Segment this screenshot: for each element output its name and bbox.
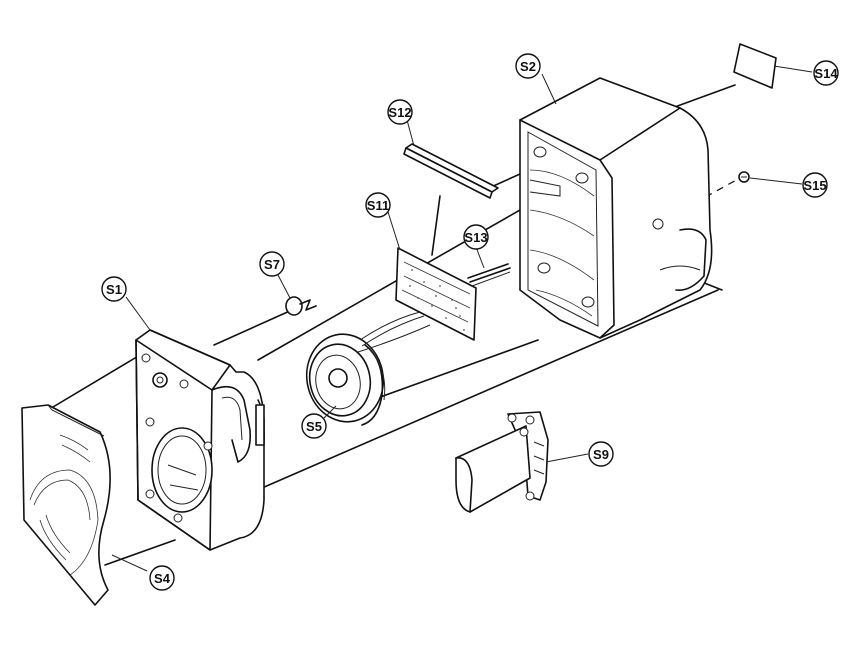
callout-s9: S9 bbox=[588, 441, 614, 467]
damping-pad-part-s11 bbox=[395, 247, 477, 341]
screw-part-s15 bbox=[738, 171, 750, 183]
baffle-part-s1 bbox=[135, 329, 265, 551]
callout-s14: S14 bbox=[813, 60, 839, 86]
callout-s1: S1 bbox=[101, 276, 127, 302]
callout-s11: S11 bbox=[365, 192, 391, 218]
svg-text:S12: S12 bbox=[388, 105, 411, 120]
svg-text:S9: S9 bbox=[593, 447, 609, 462]
svg-text:S7: S7 bbox=[264, 257, 280, 272]
terminal-part-s9 bbox=[455, 411, 549, 513]
enclosure-part-s2 bbox=[519, 77, 713, 339]
svg-text:S1: S1 bbox=[106, 282, 122, 297]
callout-s12: S12 bbox=[387, 99, 413, 125]
callout-s7: S7 bbox=[259, 251, 285, 277]
grille-part-s4 bbox=[21, 404, 111, 606]
svg-text:S14: S14 bbox=[814, 66, 838, 81]
callout-s2: S2 bbox=[515, 53, 541, 79]
svg-text:S4: S4 bbox=[154, 571, 171, 586]
label-plate-part-s14 bbox=[733, 43, 777, 89]
svg-text:S11: S11 bbox=[367, 198, 389, 213]
wire-part-s13 bbox=[467, 263, 511, 287]
svg-text:S2: S2 bbox=[520, 59, 536, 74]
foam-strip-part-s12 bbox=[403, 143, 499, 199]
callout-leaders bbox=[111, 65, 813, 572]
callout-s4: S4 bbox=[149, 565, 175, 591]
callout-s15: S15 bbox=[802, 172, 828, 198]
clip-part-s7 bbox=[285, 296, 317, 316]
svg-text:S13: S13 bbox=[464, 230, 487, 245]
driver-part-s5 bbox=[305, 311, 431, 426]
callout-s5: S5 bbox=[301, 413, 327, 439]
svg-text:S15: S15 bbox=[803, 178, 826, 193]
callout-s13: S13 bbox=[463, 224, 489, 250]
svg-text:S5: S5 bbox=[306, 419, 322, 434]
